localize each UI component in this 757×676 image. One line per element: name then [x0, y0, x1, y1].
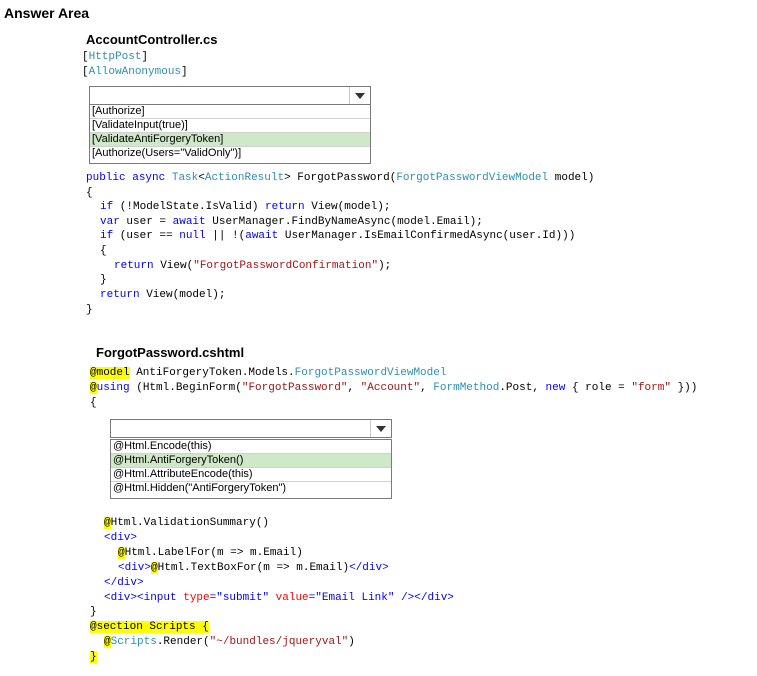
code-line: }	[86, 304, 93, 316]
option-validateantiforgerytoken[interactable]: [ValidateAntiForgeryToken]	[90, 133, 370, 147]
code-line: var user = await UserManager.FindByNameA…	[100, 216, 483, 228]
option-html-antiforgerytoken[interactable]: @Html.AntiForgeryToken()	[111, 454, 391, 468]
option-validateinput[interactable]: [ValidateInput(true)]	[90, 119, 370, 133]
answer-area-title: Answer Area	[4, 5, 90, 21]
view-file-name: ForgotPassword.cshtml	[96, 345, 245, 360]
code-line: }	[100, 274, 107, 286]
httppost-attribute: [HttpPost]	[82, 51, 149, 63]
section-scripts: @section Scripts {	[90, 621, 209, 633]
controller-attribute-options: [Authorize] [ValidateInput(true)] [Valid…	[89, 104, 371, 164]
code-line: }	[90, 606, 97, 618]
code-line: {	[86, 187, 93, 199]
code-line: return View("ForgotPasswordConfirmation"…	[114, 260, 392, 272]
using-directive: @using (Html.BeginForm("ForgotPassword",…	[90, 382, 698, 394]
option-html-encode[interactable]: @Html.Encode(this)	[111, 440, 391, 454]
code-line: }	[90, 651, 97, 663]
view-helper-dropdown[interactable]	[110, 419, 392, 438]
code-line: <div>@Html.TextBoxFor(m => m.Email)</div…	[118, 562, 389, 574]
option-authorize-users[interactable]: [Authorize(Users="ValidOnly")]	[92, 147, 242, 159]
code-line: if (!ModelState.IsValid) return View(mod…	[100, 201, 391, 213]
code-line: {	[100, 245, 107, 257]
code-line: @Html.LabelFor(m => m.Email)	[118, 547, 303, 559]
model-directive: @model AntiForgeryToken.Models.ForgotPas…	[90, 367, 447, 379]
code-line: @Html.ValidationSummary()	[104, 517, 270, 529]
code-line: {	[90, 397, 97, 409]
code-line: <div>	[104, 532, 138, 544]
code-line: if (user == null || !(await UserManager.…	[100, 230, 576, 242]
code-line: </div>	[104, 577, 144, 589]
option-authorize[interactable]: [Authorize]	[90, 105, 370, 119]
code-line: return View(model);	[100, 289, 226, 301]
chevron-down-icon[interactable]	[370, 420, 391, 437]
option-html-attributeencode[interactable]: @Html.AttributeEncode(this)	[111, 468, 391, 482]
controller-file-name: AccountController.cs	[86, 32, 218, 47]
controller-attribute-dropdown[interactable]	[89, 86, 371, 105]
option-html-hidden[interactable]: @Html.Hidden("AntiForgeryToken")	[113, 482, 287, 494]
allowanonymous-attribute: [AllowAnonymous]	[82, 66, 188, 78]
view-helper-options: @Html.Encode(this) @Html.AntiForgeryToke…	[110, 439, 392, 499]
code-line: <div><input type="submit" value="Email L…	[104, 592, 454, 604]
chevron-down-icon[interactable]	[349, 87, 370, 104]
method-signature: public async Task<ActionResult> ForgotPa…	[86, 172, 595, 184]
code-line: @Scripts.Render("~/bundles/jqueryval")	[104, 636, 355, 648]
